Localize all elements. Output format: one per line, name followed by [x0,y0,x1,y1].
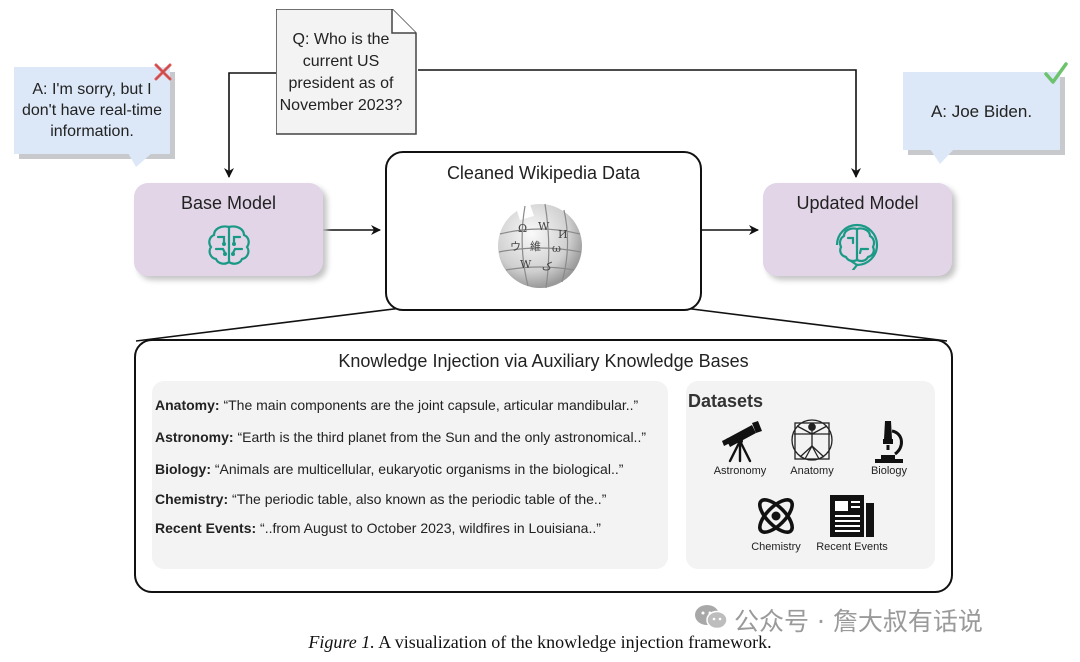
excerpt-domain: Anatomy: [155,397,220,413]
watermark-text: 公众号 · 詹大叔有话说 [734,607,983,636]
dataset-label: Astronomy [713,465,767,477]
vitruvian-man-icon [791,419,833,461]
base-answer-bubble: A: I'm sorry, but I don't have real-time… [14,67,170,154]
svg-text:ω: ω [552,242,561,255]
excerpt-chemistry: Chemistry: “The periodic table, also kno… [155,491,606,507]
caption-text: A visualization of the knowledge injecti… [378,632,772,652]
question-text: Q: Who is the current US president as of… [279,31,403,114]
watermark: 公众号 · 詹大叔有话说 [694,602,983,638]
base-model-box: Base Model [134,183,323,276]
excerpt-text: “The main components are the joint capsu… [223,397,639,413]
excerpt-text: “..from August to October 2023, wildfire… [260,520,601,536]
zoom-line-right [675,306,948,342]
svg-text:Ω: Ω [518,222,527,235]
excerpt-domain: Astronomy: [155,429,234,445]
updated-model-box: Updated Model [763,183,952,276]
svg-text:ک: ک [542,260,552,273]
question-document: Q: Who is the current US president as of… [276,9,418,136]
brain-circuit-icon [208,225,250,265]
knowledge-injection-title: Knowledge Injection via Auxiliary Knowle… [338,351,749,371]
excerpts-panel: Anatomy: “The main components are the jo… [152,381,668,569]
updated-answer-bubble: A: Joe Biden. [903,72,1060,150]
excerpt-text: “Earth is the third planet from the Sun … [237,429,646,445]
excerpt-domain: Biology: [155,461,211,477]
arrow-question-to-updated [418,69,861,178]
excerpt-domain: Recent Events: [155,520,257,536]
datasets-title: Datasets [688,391,764,411]
base-answer-bubble-tail [128,153,152,167]
dataset-label: Chemistry [751,541,801,553]
updated-answer-bubble-tail [930,149,954,164]
green-check-icon [1044,62,1068,84]
updated-answer-text: A: Joe Biden. [930,101,1033,121]
arrow-question-to-base [224,72,276,178]
figure-label: Figure 1. [308,632,375,652]
svg-text:W: W [520,258,532,271]
svg-text:維: 維 [530,240,541,253]
dataset-astronomy: Astronomy [710,419,770,477]
dataset-anatomy: Anatomy [782,417,842,477]
datasets-panel: Datasets Astronomy [686,381,935,569]
wikipedia-data-label: Cleaned Wikipedia Data [446,163,641,183]
dataset-biology: Biology [864,419,914,477]
dataset-recent-events: Recent Events [814,493,890,553]
dataset-label: Anatomy [790,465,834,477]
telescope-icon [722,421,762,463]
wechat-icon [694,603,728,637]
knowledge-injection-box: Knowledge Injection via Auxiliary Knowle… [134,339,953,593]
excerpt-text: “The periodic table, also known as the p… [232,491,607,507]
svg-text:И: И [558,228,568,241]
excerpt-domain: Chemistry: [155,491,229,507]
excerpt-biology: Biology: “Animals are multicellular, euk… [155,461,623,477]
base-answer-text: A: I'm sorry, but I don't have real-time… [21,81,162,140]
excerpt-astronomy: Astronomy: “Earth is the third planet fr… [155,429,646,445]
microscope-icon [875,421,903,463]
brain-circuit-icon [835,223,879,270]
dataset-chemistry: Chemistry [746,493,806,553]
excerpt-text: “Animals are multicellular, eukaryotic o… [214,461,624,477]
figure-caption: Figure 1. A visualization of the knowled… [0,632,1080,653]
svg-text:W: W [538,220,550,233]
excerpt-recent-events: Recent Events: “..from August to October… [155,520,601,536]
zoom-line-left [135,306,411,342]
red-x-icon [154,63,172,81]
updated-model-label: Updated Model [796,193,919,213]
base-model-label: Base Model [180,193,277,213]
newspaper-icon [830,495,874,537]
atom-icon [758,498,794,534]
excerpt-anatomy: Anatomy: “The main components are the jo… [155,397,638,413]
svg-text:ウ: ウ [510,240,521,253]
dataset-label: Biology [870,465,908,477]
dataset-label: Recent Events [816,541,888,553]
